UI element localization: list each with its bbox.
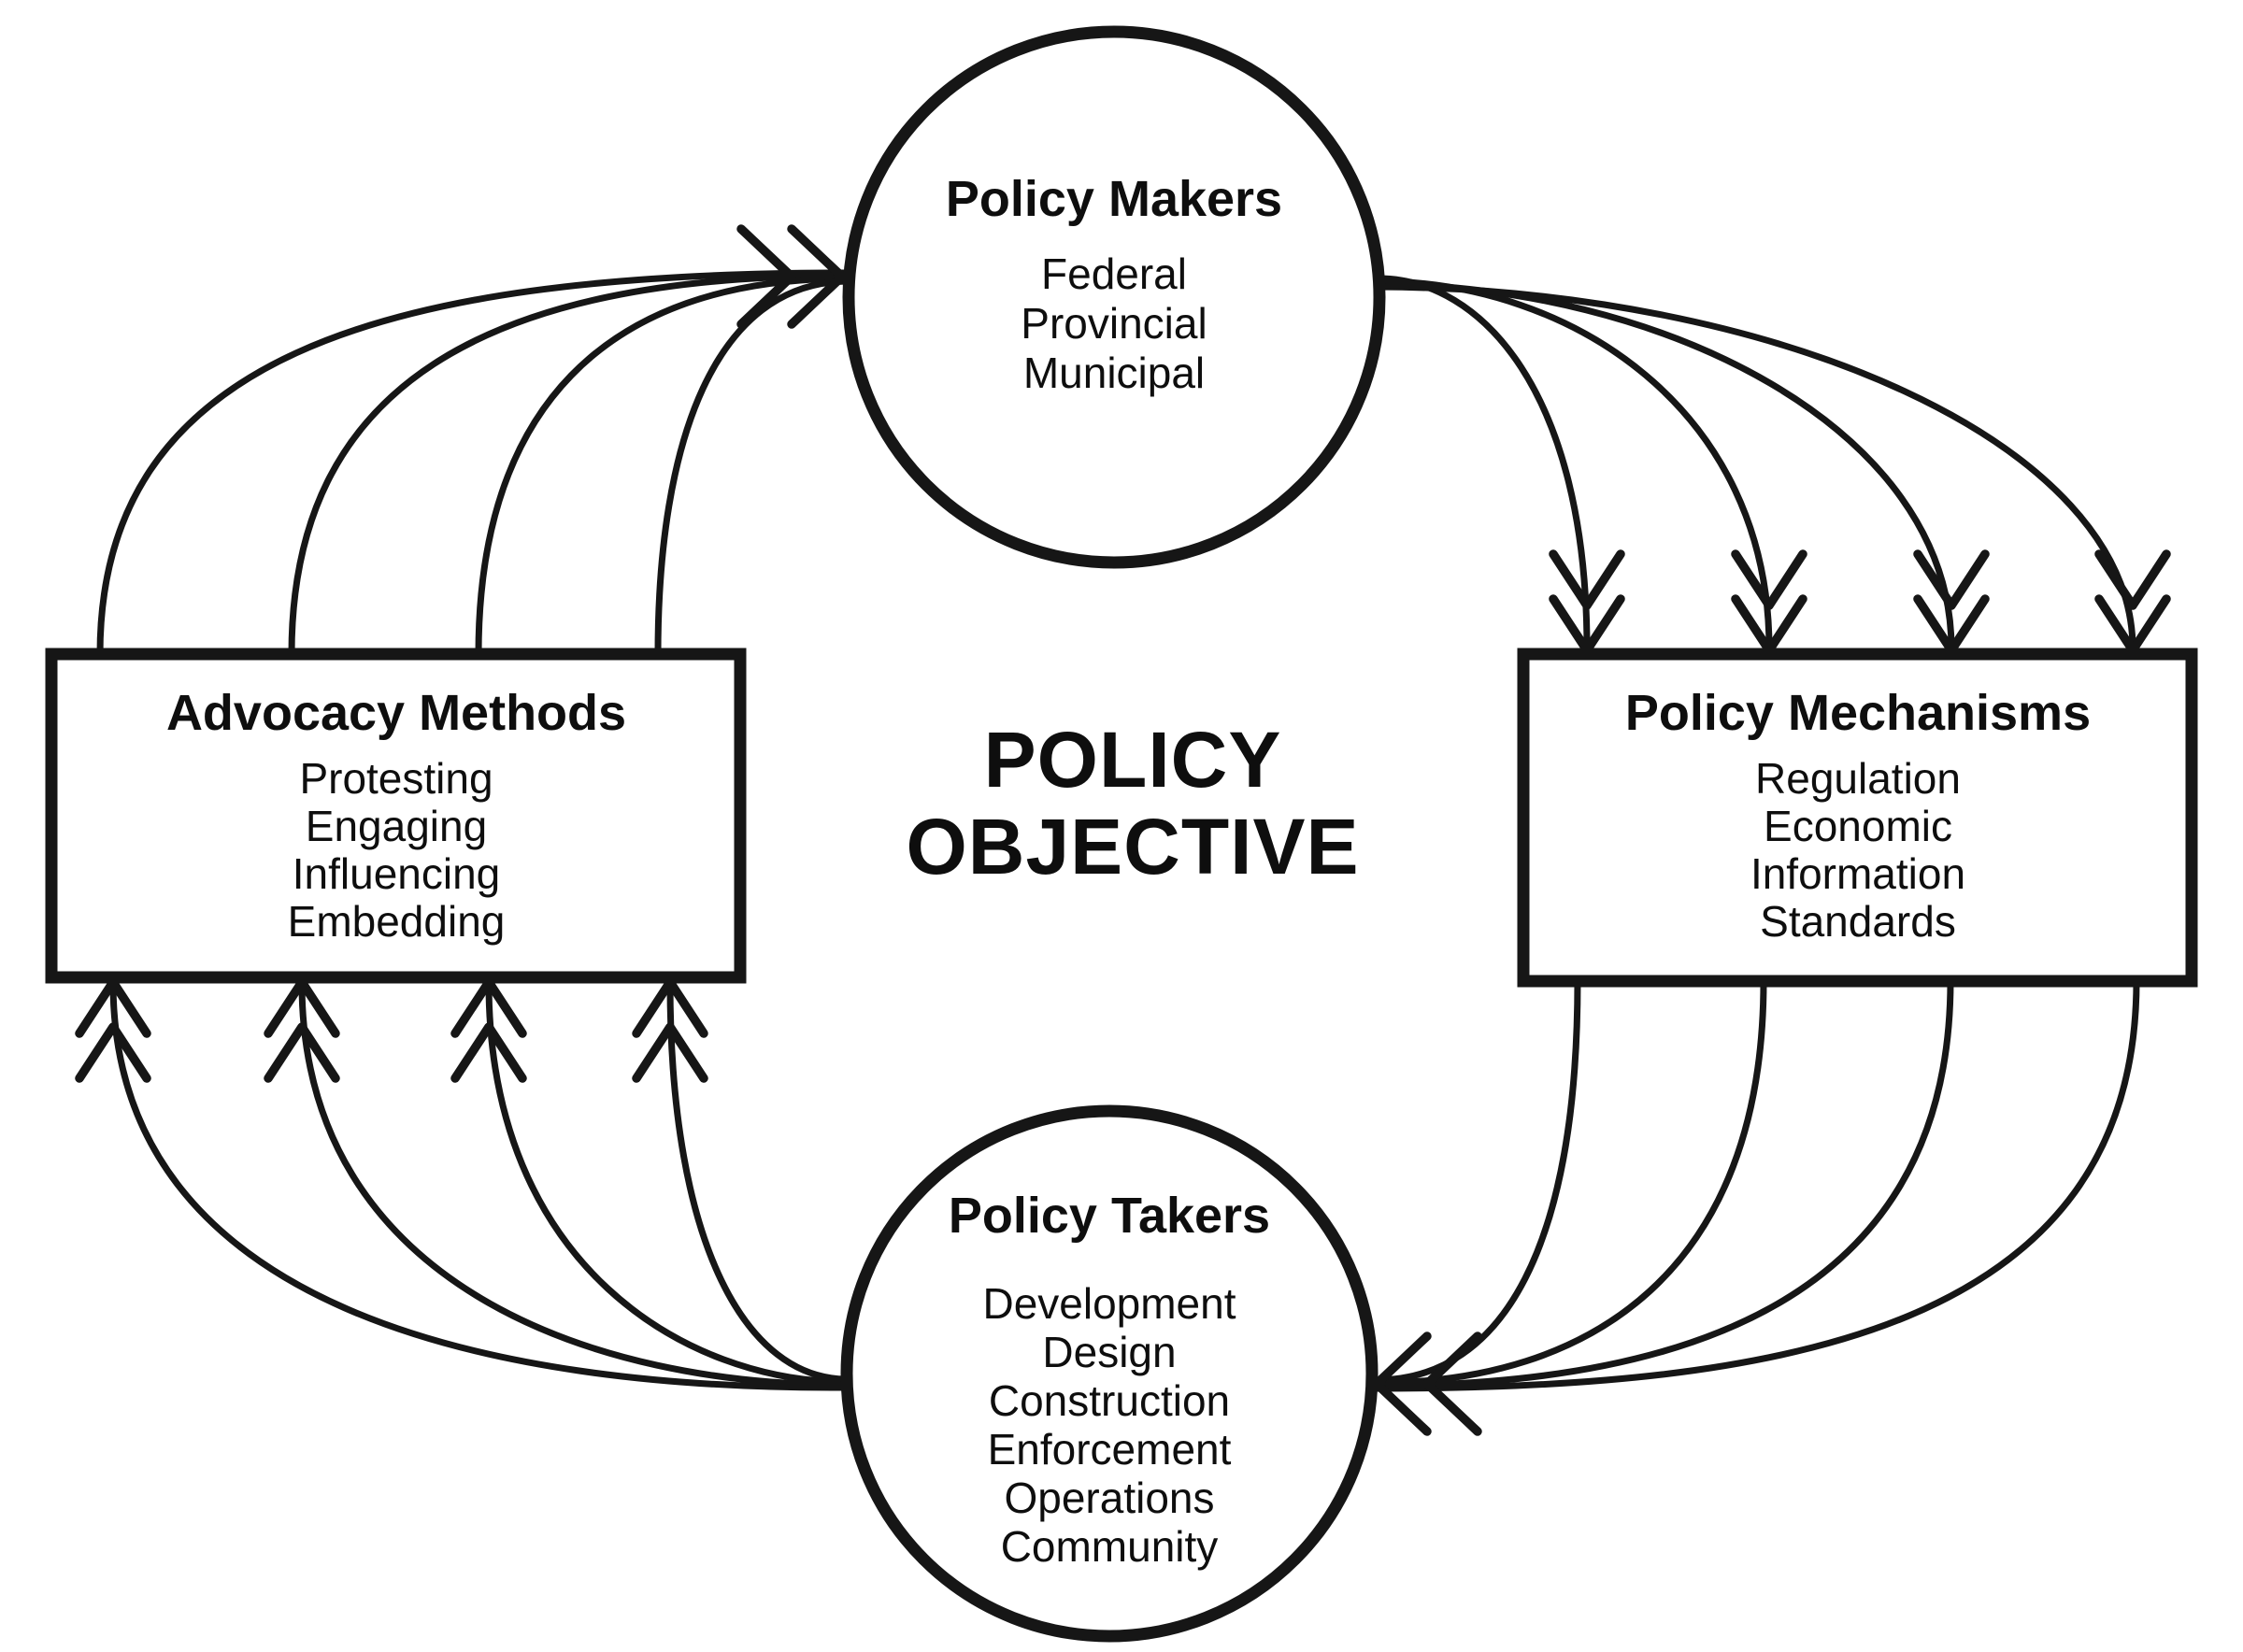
policy-takers-item: Construction: [989, 1376, 1230, 1425]
flow-mechanisms-to-takers: [1372, 977, 2140, 1436]
policy-makers-item: Federal: [1041, 249, 1187, 298]
policy-mechanisms-item: Regulation: [1755, 754, 1961, 803]
policy-objective-line1: POLICY: [984, 716, 1282, 804]
flow-advocacy-to-makers: [96, 224, 850, 658]
makers-to-mechanisms-curve-1: [1375, 275, 1591, 652]
mechanisms-to-takers-curve-3: [1372, 977, 1954, 1389]
makers-to-mechanisms-curve-4: [1375, 283, 2136, 652]
policy-objective-line2: OBJECTIVE: [906, 803, 1359, 890]
policy-takers-item: Operations: [1004, 1474, 1214, 1522]
advocacy-methods-item: Embedding: [288, 897, 506, 946]
advocacy-methods-title: Advocacy Methods: [166, 685, 626, 741]
policy-makers-title: Policy Makers: [946, 171, 1282, 227]
right-arrowhead-chevron-icon: [736, 224, 796, 329]
flow-makers-to-mechanisms: [1375, 275, 2171, 655]
flow-takers-to-advocacy: [75, 977, 850, 1391]
takers-to-advocacy-curve-1: [666, 979, 850, 1383]
advocacy-methods-item: Influencing: [293, 849, 501, 898]
policy-mechanisms-item: Standards: [1760, 897, 1956, 946]
mechanisms-to-takers-curve-1: [1372, 977, 1581, 1384]
advocacy-to-makers-curve-4: [654, 278, 850, 658]
policy-takers-item: Development: [982, 1279, 1236, 1328]
mechanisms-to-takers-curve-2: [1372, 977, 1767, 1387]
policy-makers-item: Provincial: [1021, 299, 1207, 348]
advocacy-methods-item: Engaging: [306, 802, 487, 850]
policy-takers-item: Enforcement: [988, 1425, 1232, 1474]
policy-takers-title: Policy Takers: [949, 1188, 1270, 1244]
takers-to-advocacy-curve-2: [485, 979, 850, 1386]
policy-makers-item: Municipal: [1023, 349, 1205, 397]
advocacy-methods-node: [45, 648, 747, 984]
policy-makers-node: [842, 25, 1386, 569]
policy-objective-label: POLICY OBJECTIVE: [906, 716, 1359, 890]
right-arrowhead-chevron-icon: [787, 224, 847, 329]
policy-takers-label-group: Policy Takers Development Design Constru…: [949, 1188, 1270, 1571]
policy-mechanisms-item: Information: [1750, 849, 1965, 898]
policy-takers-item: Community: [1001, 1522, 1219, 1571]
policy-mechanisms-node: [1517, 648, 2198, 988]
takers-to-advocacy-curve-4: [109, 979, 850, 1391]
advocacy-to-makers-curve-2: [288, 272, 850, 658]
advocacy-to-makers-curve-3: [475, 275, 850, 658]
policy-mechanisms-title: Policy Mechanisms: [1625, 685, 2091, 741]
policy-takers-item: Design: [1042, 1328, 1176, 1376]
advocacy-to-makers-curve-1: [96, 269, 850, 658]
makers-to-mechanisms-curve-3: [1375, 280, 1955, 652]
policy-takers-node: [840, 1104, 1379, 1643]
takers-to-advocacy-curve-3: [298, 979, 850, 1389]
policy-makers-label-group: Policy Makers Federal Provincial Municip…: [946, 171, 1282, 397]
advocacy-methods-item: Protesting: [299, 754, 493, 803]
advocacy-methods-label-group: Advocacy Methods Protesting Engaging Inf…: [166, 685, 626, 946]
left-arrowhead-chevron-icon: [1422, 1332, 1482, 1436]
policy-mechanisms-item: Economic: [1764, 802, 1952, 850]
policy-mechanisms-label-group: Policy Mechanisms Regulation Economic In…: [1625, 685, 2091, 946]
mechanisms-to-takers-curve-4: [1372, 977, 2140, 1392]
